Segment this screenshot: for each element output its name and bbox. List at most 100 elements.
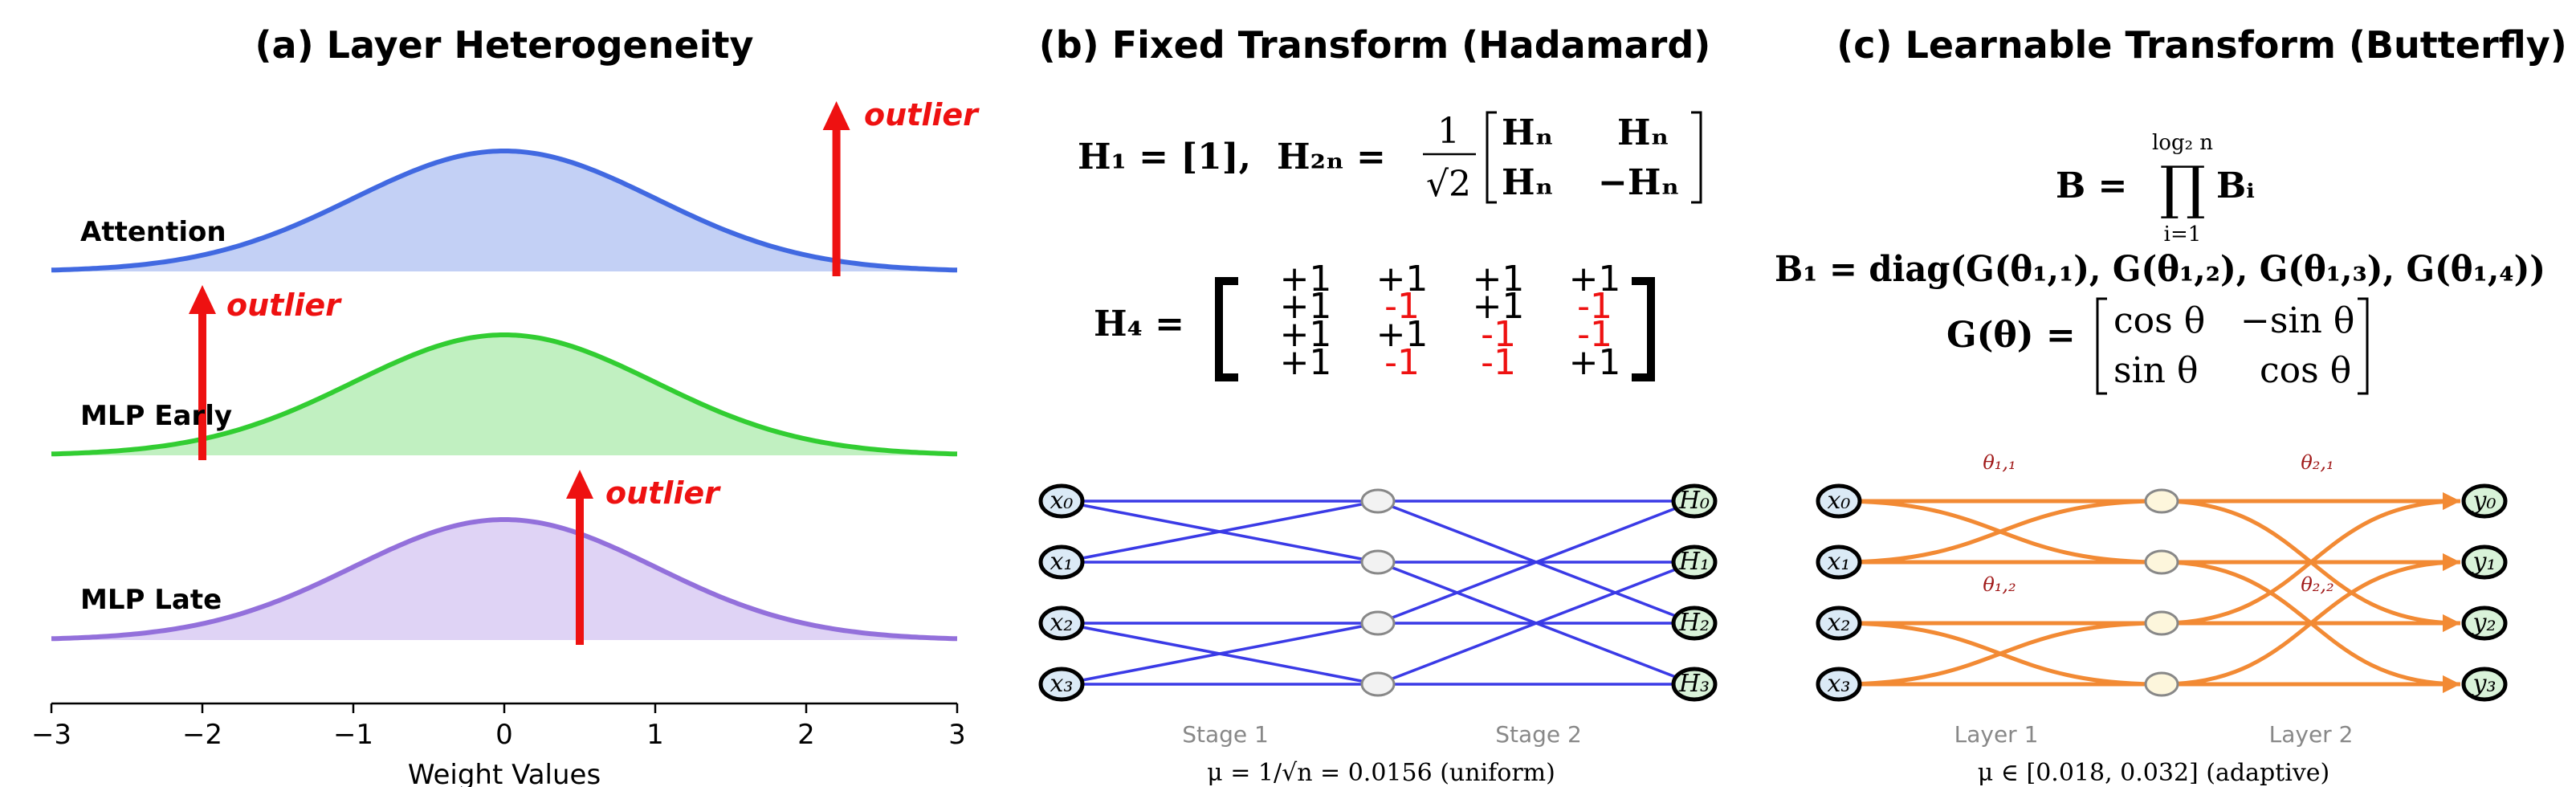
formula-h2n-lhs: H₂ₙ = (1277, 137, 1386, 177)
butterfly-arrowhead (2443, 553, 2460, 571)
hidden-node (1360, 671, 1396, 697)
network-node-label: y₂ (2472, 609, 2497, 637)
network-edge (1377, 500, 1695, 625)
network-node (1671, 606, 1718, 641)
butterfly-arrowhead (2443, 492, 2460, 510)
network-edge (1061, 622, 1379, 686)
butterfly-coherence: μ ∈ [0.018, 0.032] (adaptive) (1978, 759, 2330, 787)
distribution-curves (51, 101, 958, 645)
h4-cell: -1 (1481, 314, 1516, 355)
formula-h2n-denominator: √2 (1426, 164, 1471, 205)
distribution-fill (51, 151, 957, 271)
product-upper-limit: log₂ n (2152, 131, 2213, 155)
h2n-cell-10: Hₙ (1502, 162, 1553, 203)
network-node (1671, 483, 1718, 519)
network-node-label: x₂ (1828, 609, 1851, 637)
theta-label-1-1: θ₁,₁ (1983, 451, 2016, 474)
x-axis-label: Weight Values (408, 759, 601, 787)
h4-cell: +1 (1376, 259, 1429, 300)
formula-b-rhs: Bᵢ (2216, 165, 2255, 206)
product-lower-limit: i=1 (2164, 222, 2202, 247)
network-node-label: y₁ (2472, 548, 2497, 576)
panel-c-title: (c) Learnable Transform (Butterfly) (1836, 23, 2567, 67)
network-edge (1061, 500, 1379, 564)
butterfly-arrowhead (2443, 675, 2460, 693)
network-node (1038, 544, 1085, 580)
layer-label-mlp-early: MLP Early (80, 400, 232, 432)
theta-label-1-2: θ₁,₂ (1983, 573, 2016, 596)
outlier-arrow-head (822, 101, 850, 130)
network-node-label: x₁ (1050, 548, 1074, 576)
outlier-arrow-head (566, 470, 593, 499)
h4-cell: -1 (1384, 286, 1420, 327)
network-node (1816, 483, 1862, 519)
butterfly-arrowhead (2443, 614, 2460, 632)
formula-b-lhs: B = (2056, 165, 2127, 206)
distribution-fill (51, 520, 957, 640)
network-node (1816, 544, 1862, 580)
h2n-bracket-left (1486, 111, 1497, 204)
layer-label-mlp-late: MLP Late (80, 584, 222, 616)
g-cell-11: cos θ (2260, 350, 2351, 391)
network-node-label: x₂ (1050, 609, 1074, 637)
network-node (1038, 483, 1085, 519)
h4-cell: -1 (1577, 286, 1612, 327)
h4-cell: +1 (1376, 314, 1429, 355)
h4-cell: +1 (1280, 342, 1332, 383)
distribution-curve (51, 517, 958, 642)
panel-c: (c) Learnable Transform (Butterfly) B = … (1775, 23, 2567, 787)
x-tick-label: −2 (182, 719, 222, 751)
network-node (1816, 667, 1862, 702)
h2n-bracket-right (1691, 111, 1702, 204)
network-node (1671, 544, 1718, 580)
network-node-label: x₀ (1828, 487, 1851, 515)
h4-cell: +1 (1569, 342, 1621, 383)
network-node (1038, 667, 1085, 702)
g-cell-01: −sin θ (2240, 300, 2354, 341)
layer-1-label: Layer 1 (1954, 721, 2039, 748)
distribution-fill (51, 335, 957, 455)
butterfly-edge (2161, 560, 2461, 687)
g-cell-10: sin θ (2113, 350, 2198, 391)
formula-h2n-numerator: 1 (1437, 111, 1460, 152)
network-node-label: H₃ (1678, 670, 1710, 698)
network-node-label: x₃ (1828, 670, 1851, 698)
hidden-node (1360, 488, 1396, 514)
stage-1-label: Stage 1 (1182, 721, 1269, 748)
network-node (2461, 606, 2508, 641)
stage-2-label: Stage 2 (1495, 721, 1582, 748)
h4-cell: +1 (1280, 259, 1332, 300)
h4-bracket-left (1215, 277, 1238, 381)
layer-2-label: Layer 2 (2269, 721, 2354, 748)
h2n-cell-11: −Hₙ (1598, 162, 1679, 203)
network-node (1671, 667, 1718, 702)
x-tick-label: 3 (948, 719, 966, 751)
network-node-label: H₂ (1678, 609, 1710, 637)
network-node-label: H₀ (1678, 487, 1710, 515)
h4-cell: +1 (1280, 314, 1332, 355)
g-bracket-right (2358, 297, 2369, 395)
panel-b: (b) Fixed Transform (Hadamard) H₁ = [1],… (1038, 23, 1718, 787)
hidden-node (2144, 610, 2179, 636)
hidden-node (1360, 549, 1396, 575)
formula-h4-lhs: H₄ = (1094, 304, 1184, 345)
network-node-label: H₁ (1678, 548, 1710, 576)
butterfly-edge (2161, 499, 2461, 626)
network-node-label: y₀ (2472, 487, 2497, 515)
panel-a-title: (a) Layer Heterogeneity (255, 23, 754, 67)
formula-b1: B₁ = diag(G(θ₁,₁), G(θ₁,₂), G(θ₁,₃), G(θ… (1775, 249, 2545, 290)
x-tick-label: 0 (495, 719, 513, 751)
network-node-label: x₃ (1050, 670, 1074, 698)
h4-cell: +1 (1473, 286, 1525, 327)
network-node (2461, 667, 2508, 702)
h4-matrix-cells: +1+1+1+1+1-1+1-1+1+1-1-1+1-1-1+1 (1280, 259, 1621, 383)
x-tick-label: −3 (31, 719, 71, 751)
hidden-node (2144, 549, 2179, 575)
outlier-arrow-head (189, 285, 216, 314)
formula-g-lhs: G(θ) = (1946, 315, 2076, 356)
x-tick-label: 1 (646, 719, 664, 751)
